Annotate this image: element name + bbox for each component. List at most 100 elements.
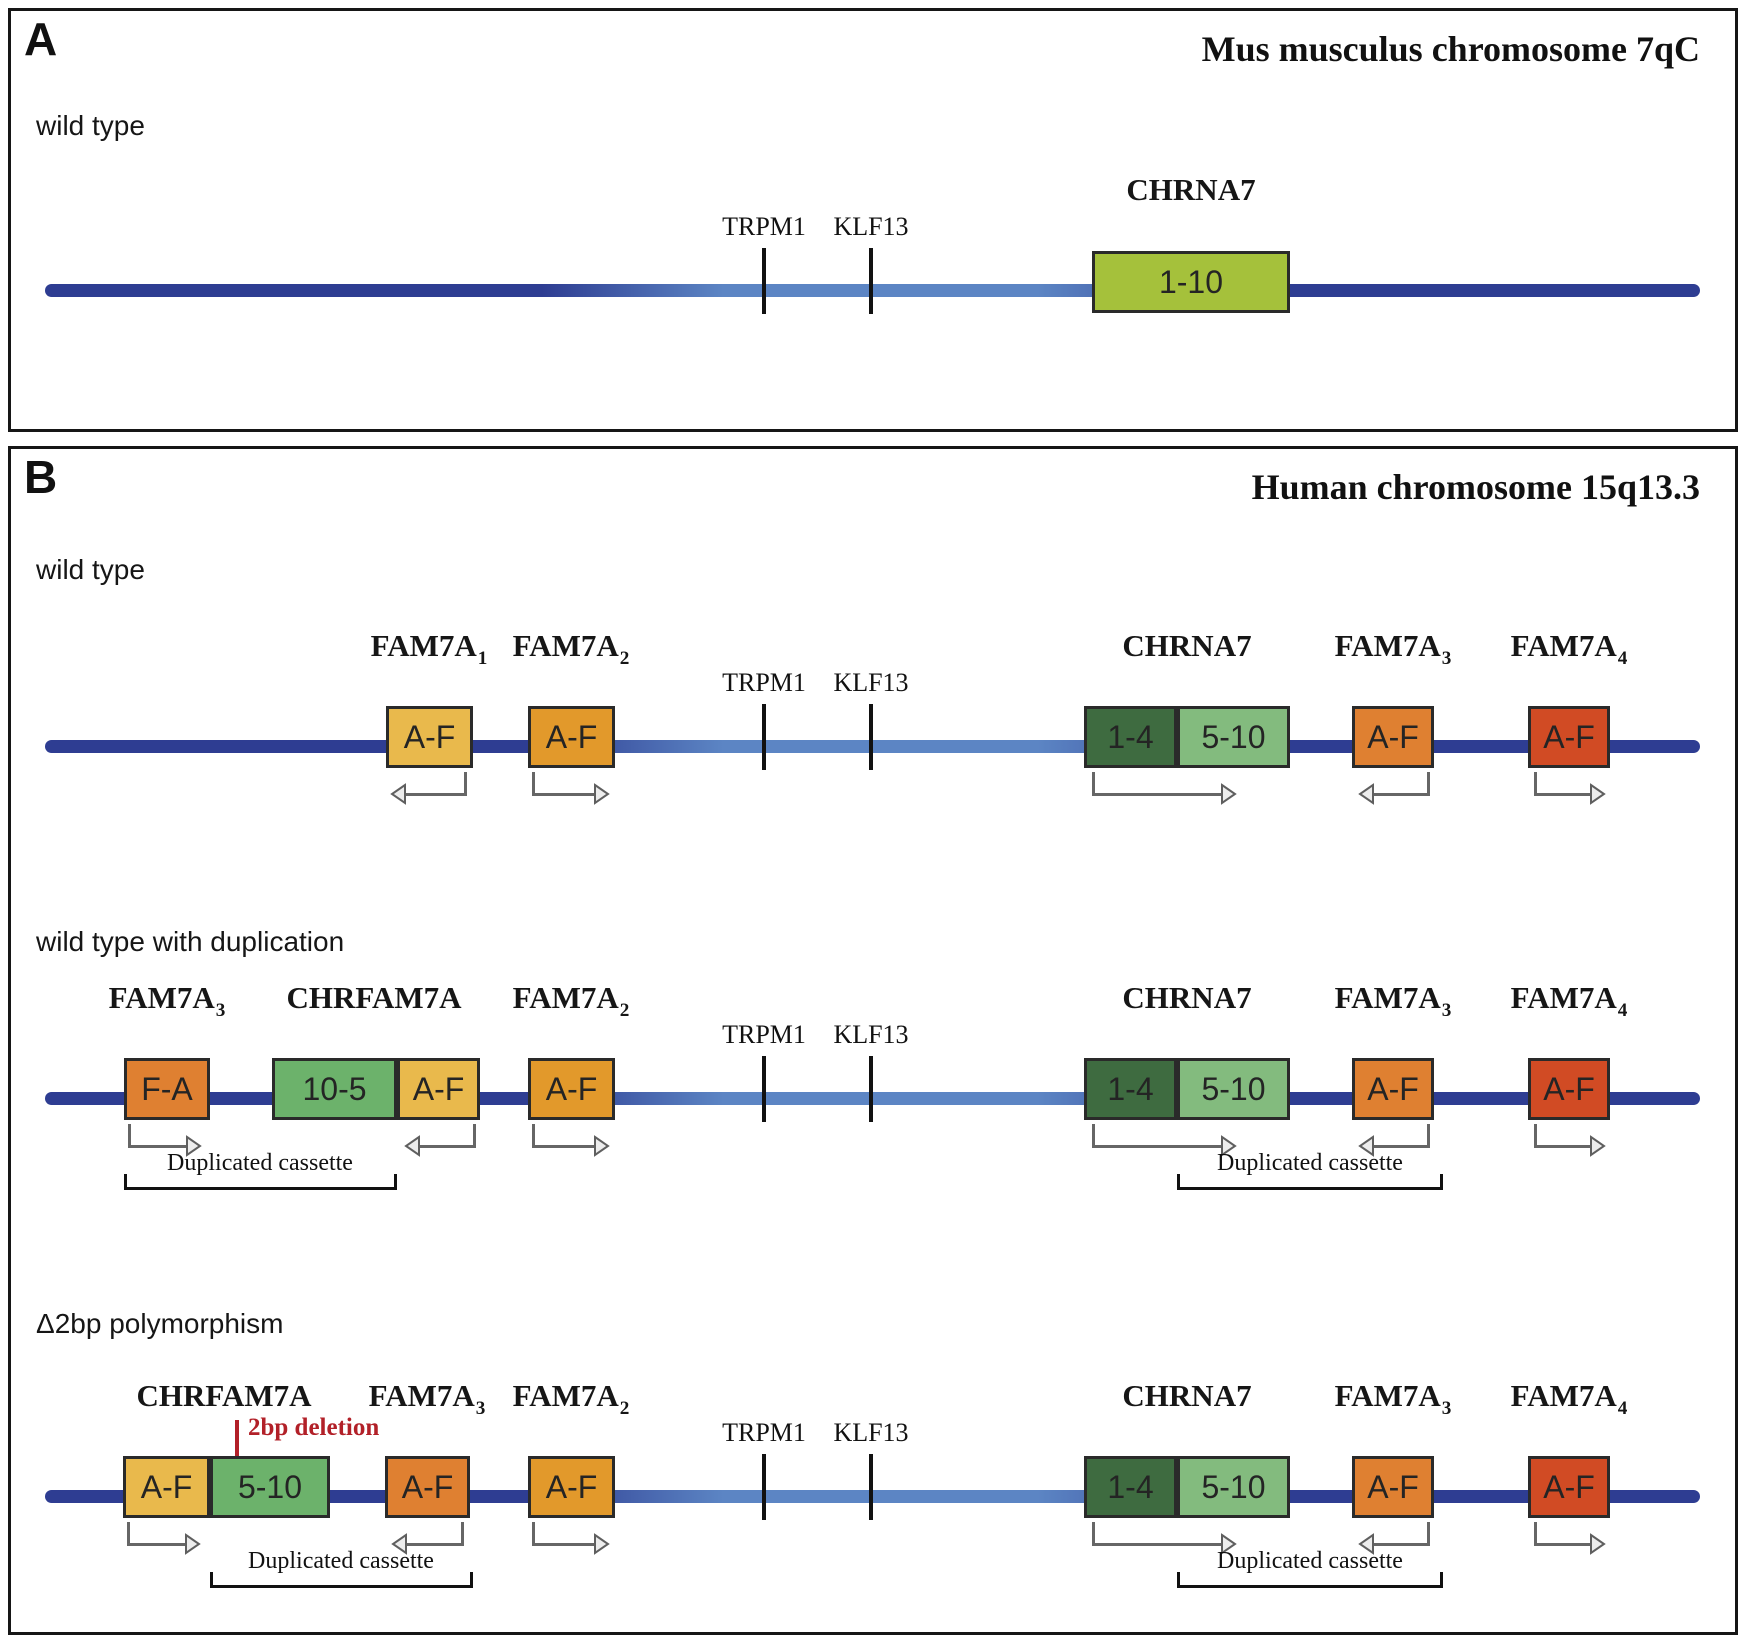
marker-trpm1-tick-row2 [762,1056,766,1122]
arrowhead-right-icon [594,1533,610,1555]
marker-trpm1-tick-row3 [762,1454,766,1520]
gene-label-fam7a4-row1: FAM7A4 [1510,628,1628,670]
gene-box-fam7a3-left-row2: F-A [124,1058,210,1120]
transcription-arrow-right-fam7a2-row3 [532,1522,610,1556]
transcription-arrow-left-fam7a3-row1 [1358,772,1430,806]
gene-box-fam7a3-row1: A-F [1352,706,1434,768]
gene-box-chrna7-exons-5-10-row1: 5-10 [1177,706,1290,768]
panel-a-label: A [24,13,58,65]
arrowhead-right-icon [1590,1135,1606,1157]
transcription-arrow-left-fam7a3-row3 [1358,1522,1430,1556]
gene-label-chrfam7a-row2: CHRFAM7A [286,980,462,1015]
gene-box-fam7a2-row2: A-F [528,1058,615,1120]
gene-box-chrna7-exons-1-4-row3: 1-4 [1084,1456,1177,1518]
gene-box-chrfam7a-exons-5-10-row3: 5-10 [210,1456,330,1518]
marker-klf13-tick-panel-a [869,248,873,314]
transcription-arrow-left-fam7a3-left-row3 [391,1522,464,1556]
arrowhead-left-icon [404,1135,420,1157]
duplicated-cassette-bracket-right-row3 [1177,1572,1443,1588]
duplicated-cassette-bracket-left-row3 [210,1572,473,1588]
gene-label-fam7a2-row1: FAM7A2 [512,628,630,670]
arrowhead-left-icon [391,1533,407,1555]
transcription-arrow-right-fam7a2-row1 [532,772,610,806]
gene-box-chrna7-exons-5-10-row2: 5-10 [1177,1058,1290,1120]
marker-trpm1-label-panel-a: TRPM1 [722,212,806,241]
transcription-arrow-right-chrna7-row3 [1092,1522,1237,1556]
gene-label-fam7a1-row1: FAM7A1 [370,628,488,670]
duplicated-cassette-label-left-row2: Duplicated cassette [167,1150,353,1176]
arrowhead-right-icon [594,783,610,805]
panel-a-row-label: wild type [36,110,145,141]
transcription-arrow-right-chrna7-row2 [1092,1124,1237,1158]
transcription-arrow-right-fam7a2-row2 [532,1124,610,1158]
gene-box-fam7a3-left-row3: A-F [385,1456,470,1518]
panel-b-title: Human chromosome 15q13.3 [1251,467,1700,507]
transcription-arrow-left-fam7a3-row2 [1358,1124,1430,1158]
gene-box-fam7a4-row2: A-F [1528,1058,1610,1120]
marker-klf13-label-row1: KLF13 [833,668,909,697]
gene-label-fam7a3-row1: FAM7A3 [1334,628,1452,670]
gene-box-chrna7-exons-1-4-row2: 1-4 [1084,1058,1177,1120]
duplicated-cassette-bracket-left-row2 [124,1174,397,1190]
gene-label-fam7a3-row2: FAM7A3 [1334,980,1452,1022]
arrowhead-left-icon [390,783,406,805]
gene-box-chrna7-panel-a: 1-10 [1092,251,1290,313]
marker-trpm1-tick-panel-a [762,248,766,314]
gene-box-fam7a4-row3: A-F [1528,1456,1610,1518]
gene-label-fam7a2-row3: FAM7A2 [512,1378,630,1420]
panel-b-label: B [24,451,58,503]
arrowhead-right-icon [185,1533,201,1555]
gene-label-fam7a2-row2: FAM7A2 [512,980,630,1022]
gene-label-chrna7-row1: CHRNA7 [1122,628,1252,663]
panel-a-title: Mus musculus chromosome 7qC [1201,29,1700,69]
gene-label-chrna7-row3: CHRNA7 [1122,1378,1252,1413]
arrowhead-right-icon [1221,1135,1237,1157]
gene-box-chrna7-exons-5-10-row3: 5-10 [1177,1456,1290,1518]
panel-b-border [8,446,1738,1635]
marker-trpm1-label-row3: TRPM1 [722,1418,806,1447]
gene-box-fam7a4-row1: A-F [1528,706,1610,768]
arrowhead-left-icon [1358,1533,1374,1555]
row1-label: wild type [36,554,145,585]
gene-label-fam7a4-row3: FAM7A4 [1510,1378,1628,1420]
deletion-label: 2bp deletion [248,1414,380,1441]
arrowhead-right-icon [1590,1533,1606,1555]
gene-box-chrfam7a-a-f-row3: A-F [123,1456,210,1518]
transcription-arrow-left-chrfam7a-row2 [404,1124,476,1158]
row2-label: wild type with duplication [36,926,345,957]
transcription-arrow-right-fam7a4-row2 [1534,1124,1606,1158]
duplicated-cassette-label-right-row2: Duplicated cassette [1217,1150,1403,1176]
transcription-arrow-right-chrna7-row1 [1092,772,1237,806]
gene-box-fam7a1-row1: A-F [386,706,473,768]
gene-label-chrna7-panel-a: CHRNA7 [1126,172,1256,207]
gene-label-chrfam7a-row3: CHRFAM7A [136,1378,312,1413]
duplicated-cassette-label-left-row3: Duplicated cassette [248,1548,434,1574]
marker-klf13-label-row2: KLF13 [833,1020,909,1049]
gene-label-fam7a3-row3: FAM7A3 [1334,1378,1452,1420]
transcription-arrow-right-chrfam7a-row3 [127,1522,201,1556]
arrowhead-right-icon [186,1135,202,1157]
duplicated-cassette-label-right-row3: Duplicated cassette [1217,1548,1403,1574]
duplicated-cassette-bracket-right-row2 [1177,1174,1443,1190]
transcription-arrow-right-fam7a3-left-row2 [128,1124,202,1158]
gene-label-fam7a3-left-row2: FAM7A3 [108,980,226,1022]
gene-box-fam7a2-row1: A-F [528,706,615,768]
marker-trpm1-label-row2: TRPM1 [722,1020,806,1049]
arrowhead-left-icon [1358,1135,1374,1157]
marker-klf13-tick-row3 [869,1454,873,1520]
gene-box-fam7a2-row3: A-F [528,1456,615,1518]
marker-klf13-label-row3: KLF13 [833,1418,909,1447]
transcription-arrow-left-fam7a1-row1 [390,772,467,806]
marker-klf13-tick-row2 [869,1056,873,1122]
arrowhead-right-icon [594,1135,610,1157]
gene-box-chrna7-exons-1-4-row1: 1-4 [1084,706,1177,768]
arrowhead-right-icon [1221,783,1237,805]
marker-klf13-label-panel-a: KLF13 [833,212,909,241]
marker-trpm1-tick-row1 [762,704,766,770]
transcription-arrow-right-fam7a4-row3 [1534,1522,1606,1556]
arrowhead-left-icon [1358,783,1374,805]
gene-box-fam7a3-row2: A-F [1352,1058,1434,1120]
gene-box-fam7a3-row3: A-F [1352,1456,1434,1518]
transcription-arrow-right-fam7a4-row1 [1534,772,1606,806]
